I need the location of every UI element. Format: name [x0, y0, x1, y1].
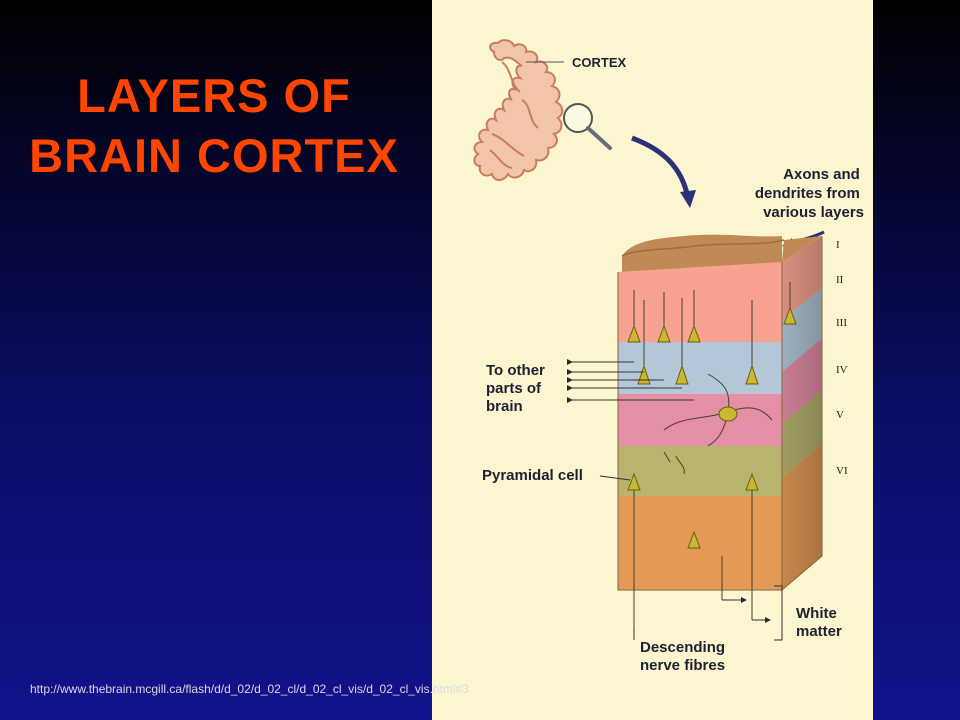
output-arrows — [567, 359, 694, 403]
descending-fibres-label: Descending nerve fibres — [640, 639, 729, 674]
descending-arrows — [633, 597, 771, 640]
layer-numeral-1: I — [836, 239, 840, 251]
layer-numeral-6: VI — [836, 465, 848, 477]
layer-numerals: I II III IV V VI — [836, 239, 848, 477]
slide-title: LAYERS OF BRAIN CORTEX — [8, 66, 420, 186]
layer-numeral-4: IV — [836, 364, 848, 376]
magnifier-icon — [563, 103, 612, 150]
brain-outline-icon — [473, 39, 564, 181]
cortex-diagram-panel: CORTEX Axons and dendrites from various … — [432, 0, 873, 720]
pyramidal-neurons — [627, 306, 797, 549]
cortex-label: CORTEX — [572, 55, 627, 70]
dendrites — [633, 282, 791, 640]
pyramidal-cell-label: Pyramidal cell — [482, 467, 583, 484]
layer-numeral-3: III — [836, 317, 847, 329]
cortex-diagram: CORTEX Axons and dendrites from various … — [473, 39, 864, 674]
title-line-2: BRAIN CORTEX — [29, 129, 399, 182]
axons-label: Axons and dendrites from various layers — [755, 166, 864, 221]
source-url[interactable]: http://www.thebrain.mcgill.ca/flash/d/d_… — [30, 682, 469, 696]
white-matter-bracket — [774, 585, 783, 641]
pyramidal-leader-line — [599, 475, 631, 481]
title-line-1: LAYERS OF — [77, 69, 351, 122]
layer-numeral-2: II — [836, 274, 844, 286]
zoom-arrowhead — [680, 190, 696, 208]
layer-numeral-5: V — [836, 409, 844, 421]
zoom-arrow — [631, 135, 691, 199]
to-other-parts-label: To other parts of brain — [486, 362, 549, 415]
white-matter-label: White matter — [796, 605, 842, 640]
cortex-block — [617, 234, 823, 591]
